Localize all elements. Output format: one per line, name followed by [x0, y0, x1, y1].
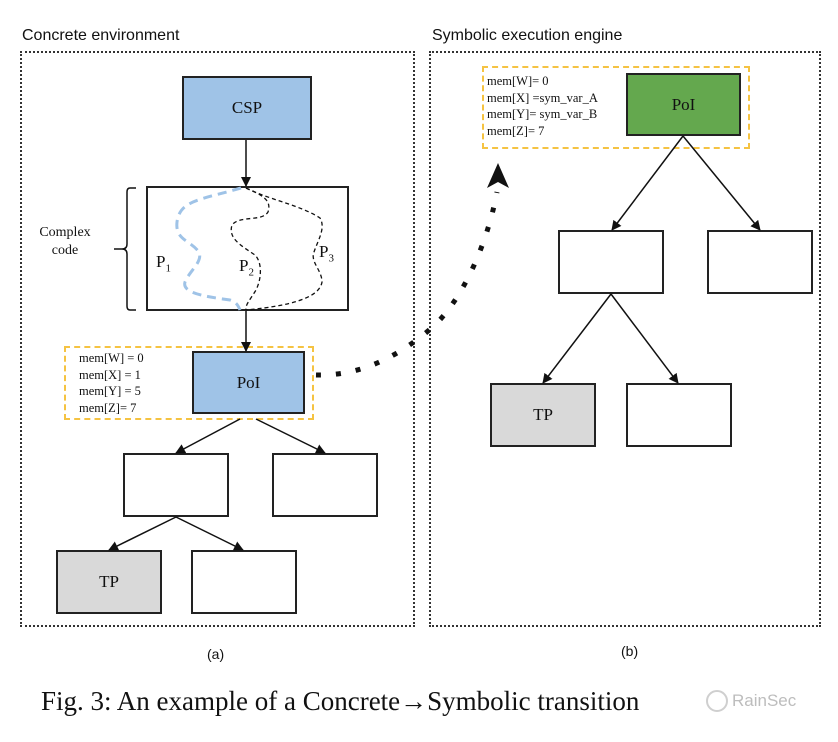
poi-label: PoI	[236, 372, 261, 392]
symbolic-branch-node-left	[558, 230, 664, 294]
complex-code-label-line1: Complex	[39, 225, 91, 240]
memory-entry: mem[Y] = 5	[79, 384, 141, 398]
complex-code-label: Complex code	[30, 224, 100, 260]
tp-label: TP	[533, 405, 553, 424]
complex-code-label-line2: code	[51, 243, 79, 258]
tp-label: TP	[99, 572, 119, 591]
concrete-poi-node: PoI	[192, 351, 305, 414]
memory-entry: mem[W]= 0	[487, 74, 549, 88]
symbolic-memory-list: mem[W]= 0 mem[X] =sym_var_A mem[Y]= sym_…	[487, 73, 598, 139]
concrete-branch-node-right	[272, 453, 378, 517]
symbolic-poi-node: PoI	[626, 73, 741, 136]
symbolic-leaf-node	[626, 383, 732, 447]
watermark: RainSec	[706, 690, 796, 712]
path-label-p2: P2	[239, 256, 254, 279]
path-label-p1: P1	[156, 252, 171, 275]
panel-a-sublabel: (a)	[207, 646, 225, 662]
memory-entry: mem[W] = 0	[79, 351, 144, 365]
memory-entry: mem[Z]= 7	[487, 123, 545, 138]
figure-caption: Fig. 3: An example of a Concrete→Symboli…	[41, 686, 640, 716]
concrete-tp-node: TP	[56, 550, 162, 614]
watermark-logo-icon	[706, 690, 728, 712]
watermark-text: RainSec	[732, 691, 797, 710]
memory-entry: mem[X] = 1	[79, 367, 141, 382]
poi-label: PoI	[671, 94, 696, 114]
memory-entry: mem[Z]= 7	[79, 400, 137, 415]
concrete-branch-node-left	[123, 453, 229, 517]
path-label-p3: P3	[319, 242, 334, 265]
panel-b-sublabel: (b)	[621, 643, 639, 659]
memory-entry: mem[Y]= sym_var_B	[487, 107, 598, 121]
concrete-memory-list: mem[W] = 0 mem[X] = 1 mem[Y] = 5 mem[Z]=…	[79, 350, 144, 416]
symbolic-branch-node-right	[707, 230, 813, 294]
panel-b-title: Symbolic execution engine	[432, 27, 623, 44]
concrete-leaf-node	[191, 550, 297, 614]
panel-a-title: Concrete environment	[22, 27, 180, 44]
memory-entry: mem[X] =sym_var_A	[487, 90, 598, 105]
csp-label: CSP	[231, 98, 263, 117]
csp-node: CSP	[182, 76, 312, 140]
symbolic-tp-node: TP	[490, 383, 596, 447]
